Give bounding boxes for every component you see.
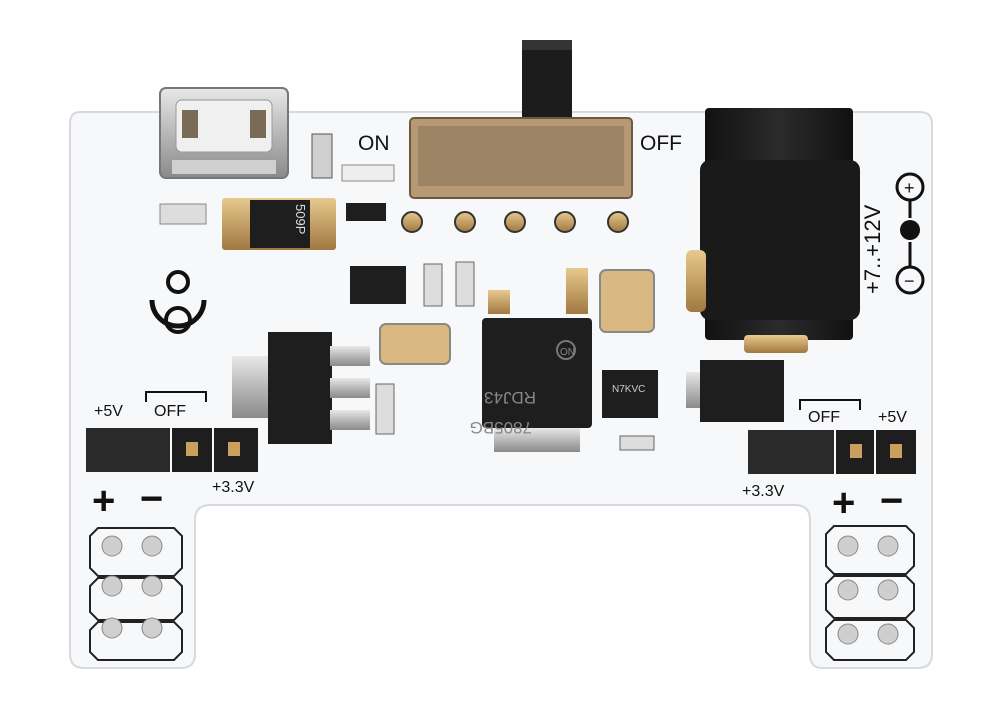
- switch-on-label: ON: [358, 132, 390, 155]
- capacitor-top: [599, 269, 655, 333]
- regulator-marking-2: RDJ43: [484, 388, 536, 407]
- right-plus-label: +: [832, 481, 855, 525]
- right-minus-label: −: [880, 479, 903, 523]
- smd-components: N7KVC: [159, 133, 658, 451]
- left-jumper-header: [86, 428, 258, 472]
- right-plus33-label: +3.3V: [742, 483, 785, 500]
- left-plus-label: +: [92, 479, 115, 523]
- jack-minus-label: −: [904, 271, 915, 291]
- regulator-marking-1: 7805BG: [470, 418, 532, 437]
- polarity-symbol: + −: [895, 172, 925, 295]
- dc-barrel-jack: [686, 108, 860, 353]
- right-pin-pads: [837, 535, 899, 645]
- right-jumper-header: [748, 430, 916, 474]
- left-plus5-label: +5V: [94, 403, 123, 420]
- capacitor-mid: [379, 323, 451, 365]
- left-pin-pads: [101, 535, 163, 639]
- left-off-bracket: [145, 391, 207, 402]
- regulator-33v: [232, 332, 370, 444]
- right-breadboard-pins: [825, 525, 915, 661]
- slide-switch: [401, 40, 633, 233]
- jack-voltage-label: +7..+12V: [860, 204, 885, 294]
- regulator-7805: ON RDJ43 7805BG: [470, 268, 592, 452]
- left-breadboard-pins: [89, 527, 183, 661]
- switch-off-label: OFF: [640, 132, 682, 155]
- transistor-marking: N7KVC: [612, 384, 645, 395]
- diode-right: [686, 360, 784, 422]
- right-off-bracket: [799, 399, 861, 410]
- right-plus5-label: +5V: [878, 409, 907, 426]
- left-minus-label: −: [140, 477, 163, 521]
- regulator-logo: ON: [560, 347, 575, 358]
- right-off-label: OFF: [808, 409, 840, 426]
- jack-plus-label: +: [904, 178, 915, 198]
- micro-usb-connector: [159, 87, 289, 179]
- bridge-rectifier: 509P: [222, 198, 336, 250]
- left-plus33-label: +3.3V: [212, 479, 255, 496]
- brand-logo: [149, 270, 207, 334]
- left-off-label: OFF: [154, 403, 186, 420]
- rectifier-marking: 509P: [293, 204, 308, 234]
